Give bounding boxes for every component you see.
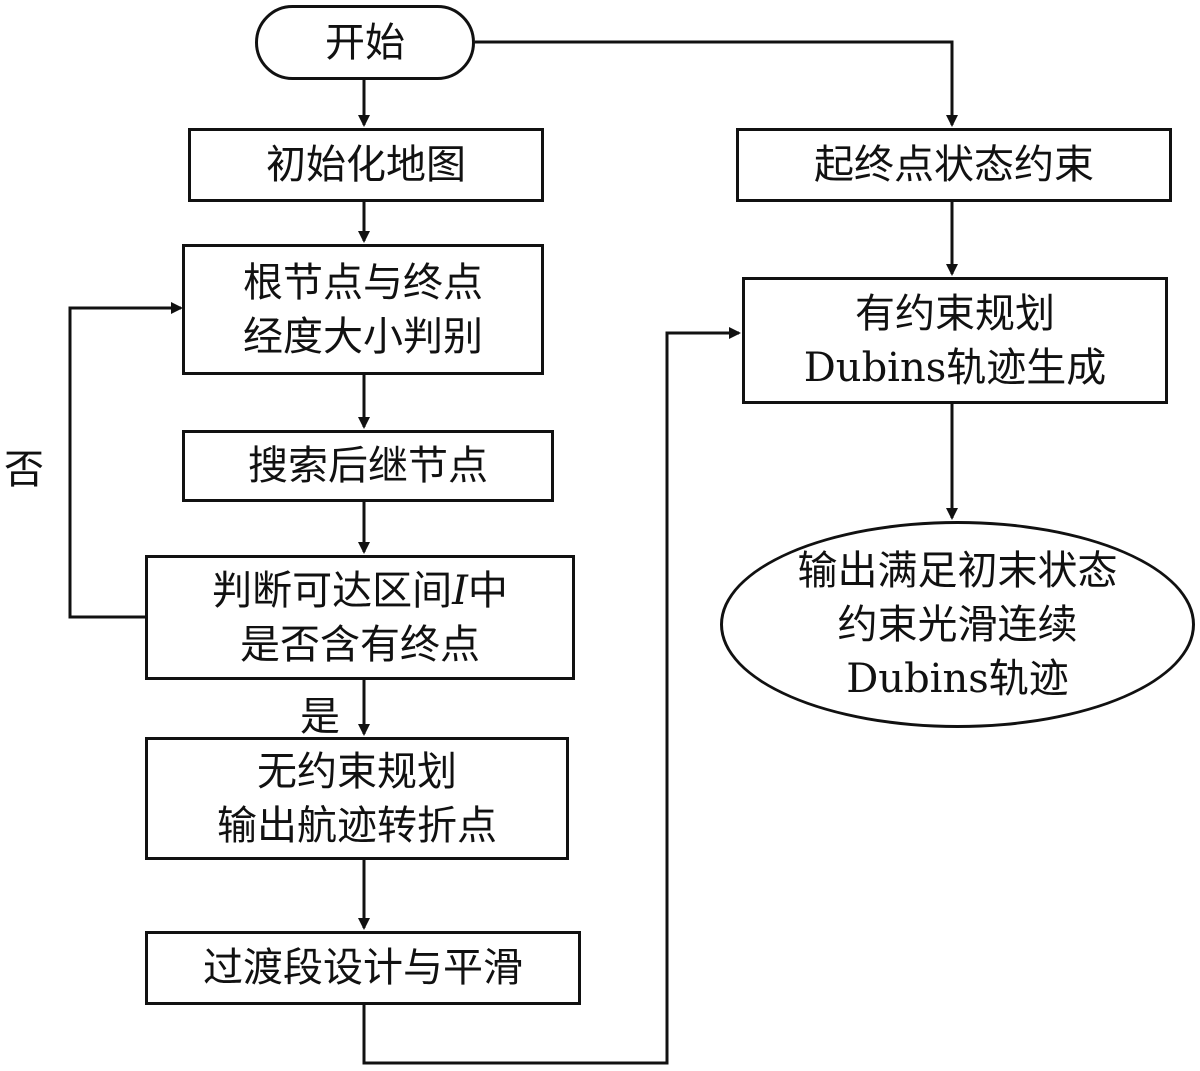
- reachable-check-line2: 是否含有终点: [240, 621, 480, 668]
- reachable-interval-var: I: [452, 567, 468, 614]
- arrow-start-to-endpoint: [475, 40, 958, 127]
- unconstrained-plan-box: 无约束规划 输出航迹转折点: [145, 737, 569, 860]
- search-successor-box: 搜索后继节点: [182, 430, 554, 502]
- endpoint-constraint-box: 起终点状态约束: [736, 128, 1172, 202]
- constrained-plan-line1: 有约束规划: [855, 290, 1055, 337]
- root-compare-box: 根节点与终点 经度大小判别: [182, 244, 544, 375]
- constrained-plan-box: 有约束规划 Dubins轨迹生成: [742, 277, 1168, 404]
- transition-smooth-box: 过渡段设计与平滑: [145, 931, 581, 1005]
- reachable-check-box: 判断可达区间I中 是否含有终点: [145, 555, 575, 680]
- reachable-check-line1-pre: 判断可达区间: [212, 567, 453, 614]
- search-successor-label: 搜索后继节点: [248, 443, 488, 489]
- unconstrained-plan-line2: 输出航迹转折点: [217, 802, 497, 849]
- root-compare-line1: 根节点与终点: [243, 259, 483, 306]
- output-line1: 输出满足初末状态: [797, 547, 1118, 594]
- yes-label: 是: [300, 694, 340, 740]
- start-node: 开始: [255, 5, 475, 80]
- output-line3: Dubins轨迹: [846, 655, 1069, 702]
- output-node: 输出满足初末状态 约束光滑连续 Dubins轨迹: [720, 521, 1195, 728]
- init-map-label: 初始化地图: [266, 142, 466, 188]
- output-line2: 约束光滑连续: [837, 601, 1078, 648]
- transition-smooth-label: 过渡段设计与平滑: [203, 945, 523, 991]
- root-compare-line2: 经度大小判别: [243, 313, 483, 360]
- reachable-check-line1: 判断可达区间I中: [212, 564, 508, 618]
- init-map-box: 初始化地图: [188, 128, 544, 202]
- arrow-transition-to-constrained: [362, 327, 741, 1065]
- reachable-check-line1-post: 中: [467, 567, 508, 614]
- constrained-plan-line2: Dubins轨迹生成: [803, 344, 1107, 391]
- no-label: 否: [4, 447, 44, 493]
- arrow-no-loop: [68, 302, 183, 619]
- unconstrained-plan-line1: 无约束规划: [257, 748, 457, 795]
- endpoint-constraint-label: 起终点状态约束: [814, 142, 1094, 188]
- start-label: 开始: [325, 19, 405, 66]
